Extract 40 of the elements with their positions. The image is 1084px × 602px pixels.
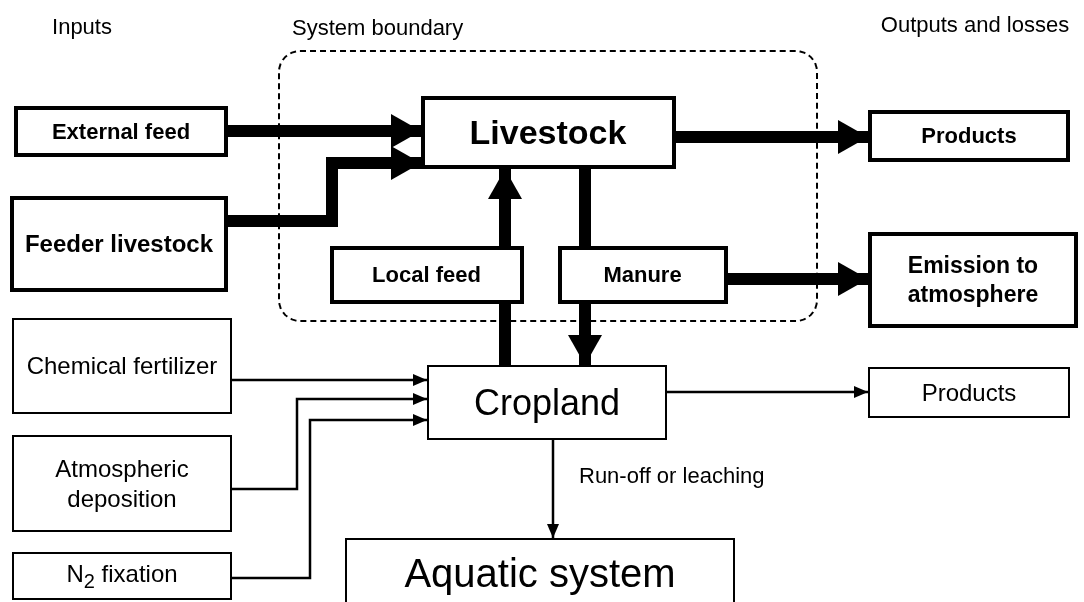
- arrow: [568, 304, 602, 365]
- process-box: [427, 365, 667, 440]
- arrow: [547, 440, 559, 538]
- node-label: Products: [921, 377, 1017, 408]
- arrow: [667, 386, 868, 398]
- process-box: [12, 435, 232, 532]
- node-label: Cropland: [473, 381, 621, 425]
- process-box: [557, 245, 728, 304]
- node-label: Aquatic system: [404, 550, 676, 597]
- node-label: Feeder livestock: [24, 229, 214, 259]
- process-box: [868, 232, 1078, 328]
- node-label: Livestock: [469, 111, 627, 153]
- boundary-heading: System boundary: [292, 14, 464, 42]
- process-box: [345, 538, 735, 602]
- arrow: [676, 120, 868, 154]
- node-label: Chemical fertilizer: [26, 351, 218, 381]
- process-box: [14, 106, 228, 157]
- process-box: [329, 245, 524, 304]
- node-label: N$_{2}$ fixation: [66, 558, 178, 594]
- process-box: [868, 110, 1070, 162]
- column-heading: Outputs and losses: [880, 11, 1070, 39]
- node-label: Local feed: [372, 260, 481, 289]
- arrow: [228, 146, 421, 227]
- arrow: [232, 414, 427, 580]
- arrow: [232, 393, 427, 491]
- arrow: [728, 262, 868, 296]
- process-box: [10, 196, 228, 292]
- column-heading: Inputs: [51, 13, 113, 41]
- arrow: [232, 374, 427, 386]
- node-label: External feed: [51, 117, 191, 146]
- process-box: [868, 367, 1070, 418]
- node-label: Manure: [603, 260, 682, 289]
- node-label: Emission to atmosphere: [906, 251, 1040, 309]
- process-box: [12, 552, 232, 600]
- process-box: [420, 95, 676, 169]
- process-box: [12, 318, 232, 414]
- arrow: [488, 169, 522, 246]
- node-label: Products: [921, 122, 1017, 150]
- node-label: Atmospheric deposition: [54, 453, 190, 514]
- arrow: [228, 114, 421, 148]
